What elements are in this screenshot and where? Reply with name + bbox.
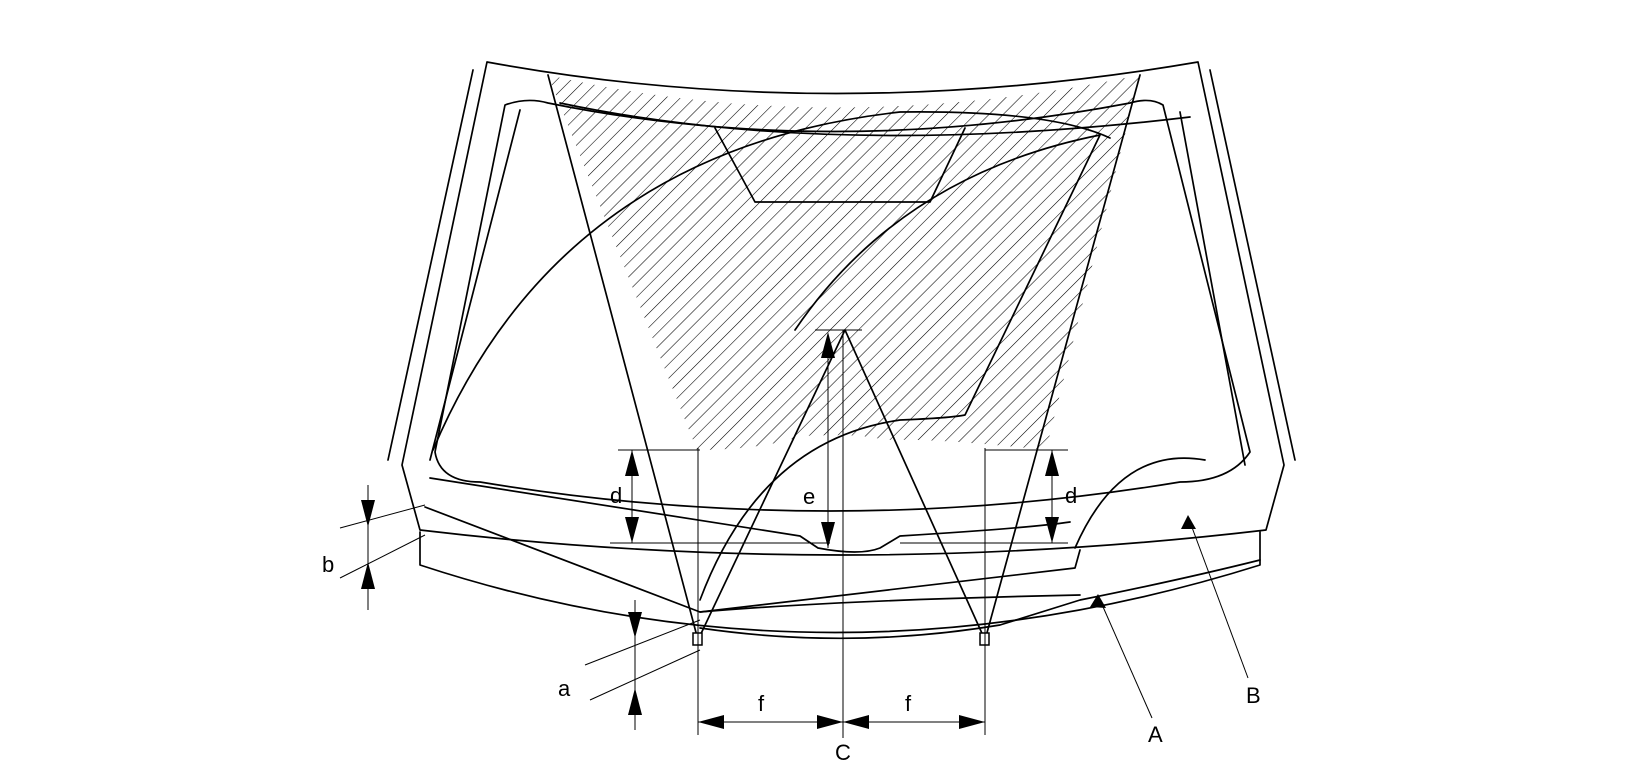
- dim-b-arrow-top: [361, 500, 375, 527]
- leader-A: [1099, 599, 1153, 719]
- upper-band-line: [559, 102, 1191, 137]
- right-pivot-inner-line: [844, 329, 986, 641]
- dim-a-arrow-top: [628, 612, 642, 638]
- dim-f-right-arrow-left: [843, 715, 869, 729]
- dim-e-label: e: [803, 484, 815, 509]
- dim-f-left-arrow-left: [698, 715, 724, 729]
- dim-f-left-label: f: [758, 691, 765, 716]
- dim-e-arrow-bottom: [821, 522, 835, 548]
- center-label: C: [835, 740, 851, 765]
- right-pivot-outer-line: [984, 74, 1141, 641]
- dim-b-ext-lower: [339, 534, 426, 579]
- cowl-line-lower: [424, 506, 1081, 613]
- leader-A-arrow: [1090, 594, 1106, 608]
- dim-a-label: a: [558, 676, 571, 701]
- left-pillar-line: [387, 69, 474, 461]
- dim-a-ext-lower: [589, 649, 701, 701]
- leader-B: [1189, 521, 1249, 679]
- dim-d-right-arrow-bottom: [1045, 517, 1059, 543]
- bumper-line: [419, 531, 1261, 634]
- leader-B-arrow: [1181, 515, 1196, 529]
- left-pivot-outer-line: [547, 74, 699, 641]
- dim-f-right-label: f: [905, 691, 912, 716]
- lower-curve-A: [699, 559, 1261, 640]
- right-pillar-line: [1209, 69, 1296, 461]
- dim-a-arrow-bottom: [628, 688, 642, 715]
- cowl-line-upper: [429, 477, 1071, 553]
- left-wiper-sweep: [432, 111, 1111, 451]
- right-lower-sweep: [1074, 457, 1206, 549]
- windshield-outer-frame: [401, 61, 1285, 556]
- dim-d-right-label: d: [1065, 483, 1077, 508]
- dim-d-right-arrow-top: [1045, 450, 1059, 476]
- mirror-mount-outline: [714, 127, 966, 203]
- dim-b-label: b: [322, 552, 334, 577]
- right-inner-pillar: [1179, 111, 1246, 466]
- dim-b-ext-upper: [339, 504, 426, 529]
- dim-d-left-arrow-bottom: [625, 517, 639, 543]
- label-B: B: [1246, 683, 1261, 708]
- dim-f-right-arrow-right: [959, 715, 985, 729]
- dim-d-left-arrow-top: [625, 450, 639, 476]
- dim-d-left-label: d: [610, 483, 622, 508]
- cowl-inner-line: [699, 594, 1081, 613]
- left-inner-pillar: [429, 109, 521, 461]
- left-pivot-inner-line: [697, 329, 846, 641]
- dim-e-arrow-top: [821, 332, 835, 358]
- dim-b-arrow-bottom: [361, 562, 375, 589]
- right-wiper-sweep: [699, 134, 1101, 601]
- dim-a-ext-upper: [584, 619, 701, 666]
- label-A: A: [1148, 722, 1163, 747]
- dim-f-left-arrow-right: [817, 715, 843, 729]
